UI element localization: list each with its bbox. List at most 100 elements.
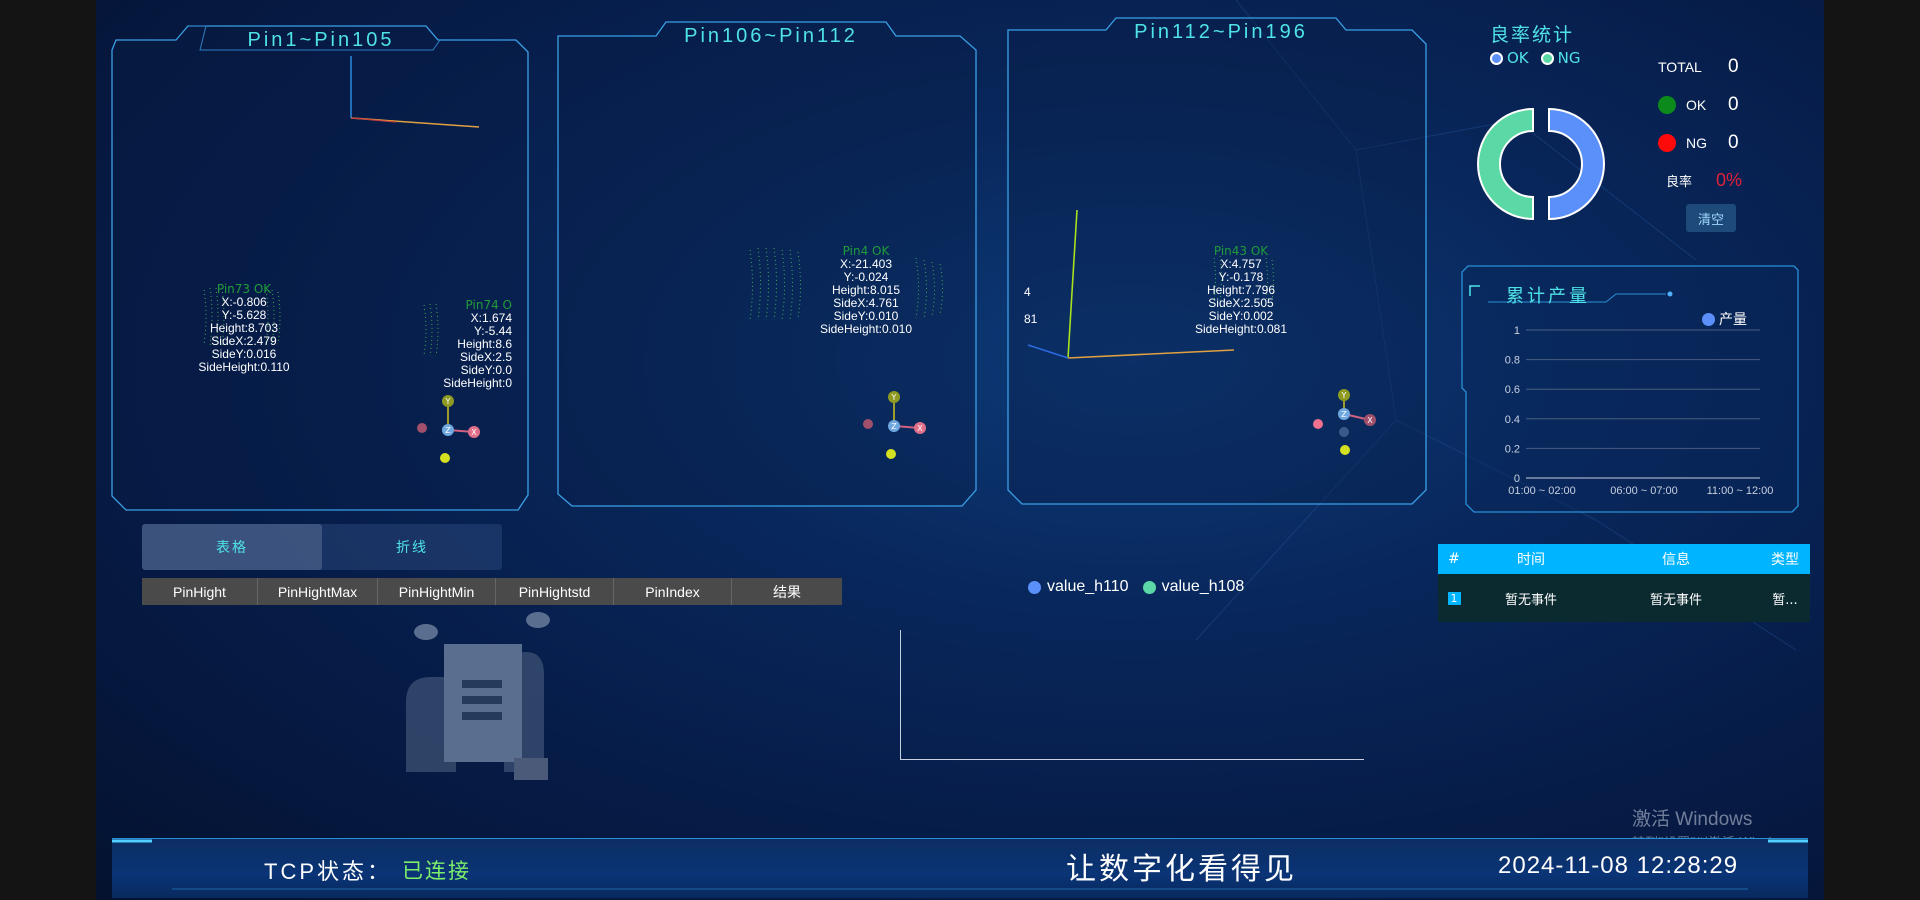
column-header[interactable]: 结果 xyxy=(773,583,801,600)
point-cloud-1b xyxy=(423,303,439,357)
pin-y: Y:-0.024 xyxy=(843,270,889,284)
table-row[interactable]: 1 暂无事件 暂无事件 暂... xyxy=(1438,574,1810,622)
pin-height: Height:8.703 xyxy=(209,321,279,335)
pin-status: Pin43 OK xyxy=(1213,244,1269,258)
events-table-header: # 时间 信息 类型 xyxy=(1438,544,1810,574)
ok-legend-label: OK xyxy=(1507,49,1529,67)
axis-gizmo-icon[interactable]: Y X Z xyxy=(858,388,938,468)
panel-2-title: Pin106~Pin112 xyxy=(684,24,858,47)
pin-x: X:4.757 xyxy=(1220,257,1262,271)
panel-1-frame xyxy=(111,25,529,511)
clear-button[interactable]: 清空 xyxy=(1686,204,1736,232)
rate-value: 0% xyxy=(1716,170,1743,190)
axis-gizmo-icon[interactable]: Y X Z xyxy=(1308,384,1388,464)
donut-ok-slice[interactable] xyxy=(1548,107,1605,221)
pin-sideheight: SideHeight:0.081 xyxy=(1194,322,1288,336)
column-header[interactable]: PinHightMax xyxy=(258,578,378,605)
gizmo-y-label: Y xyxy=(891,393,897,402)
pin-x: X:-21.403 xyxy=(839,257,893,271)
tab-line[interactable]: 折线 xyxy=(396,540,428,556)
ng-legend-dot xyxy=(1540,51,1554,65)
point-cloud-1a xyxy=(203,287,281,347)
column-header[interactable]: PinHightstd xyxy=(496,578,614,605)
pin-x: X:1.674 xyxy=(470,311,512,325)
gizmo-z-label: Z xyxy=(445,426,451,435)
production-legend: 产量 xyxy=(1702,309,1747,329)
gizmo-z-label: Z xyxy=(1341,410,1347,419)
panel-1-title: Pin1~Pin105 xyxy=(247,28,395,51)
pin-x: X:-0.806 xyxy=(221,295,267,309)
pin-y: Y:-5.628 xyxy=(221,308,267,322)
total-label: TOTAL xyxy=(1658,59,1702,75)
gizmo-x-label: X xyxy=(1367,416,1373,425)
ng-legend-label: NG xyxy=(1557,49,1581,67)
ng-status-icon xyxy=(1658,134,1676,152)
pin-label-1a: Pin73 OK X:-0.806 Y:-5.628 Height:8.703 … xyxy=(184,282,304,374)
production-xtick-label: 11:00 ~ 12:00 xyxy=(1707,485,1774,497)
pin-sidex: SideX:2.5 xyxy=(459,350,512,364)
point-cloud-2 xyxy=(749,247,943,321)
value-h108-dot xyxy=(1142,580,1156,594)
pin-height: Height:8.015 xyxy=(831,283,901,297)
pin-sidey: SideY:0.010 xyxy=(833,309,899,323)
pin-height: Height:7.796 xyxy=(1206,283,1276,297)
rate-label: 良率 xyxy=(1666,174,1693,189)
empty-data-icon xyxy=(406,612,550,780)
point-cloud-3 xyxy=(1213,255,1274,303)
production-xtick-label: 06:00 ~ 07:00 xyxy=(1610,485,1678,497)
pin-height: Height:8.6 xyxy=(457,337,512,351)
pin-sidex: SideX:2.479 xyxy=(211,334,277,348)
right-letterbox xyxy=(1824,0,1920,900)
total-row: TOTAL 0 xyxy=(1658,56,1739,78)
gizmo-x-label: X xyxy=(917,424,923,433)
column-header[interactable]: PinIndex xyxy=(614,578,732,605)
ok-value: 0 xyxy=(1728,94,1739,115)
tcp-status-value: 已连接 xyxy=(402,860,471,883)
gizmo-z-label: Z xyxy=(891,422,897,431)
ok-status-icon xyxy=(1658,96,1676,114)
production-legend-dot xyxy=(1702,312,1715,326)
pin-sidex: SideX:4.761 xyxy=(833,296,899,310)
tcp-status-label: TCP状态： xyxy=(264,859,393,884)
pin-y: Y:-0.178 xyxy=(1218,270,1264,284)
pin-label-1b: Pin74 O X:1.674 Y:-5.44 Height:8.6 SideX… xyxy=(432,298,512,390)
production-xtick-label: 01:00 ~ 02:00 xyxy=(1508,485,1576,497)
ng-label: NG xyxy=(1686,135,1707,151)
value-h110-label[interactable]: value_h110 xyxy=(1047,578,1129,595)
pin-sideheight: 81 xyxy=(1024,312,1038,326)
column-header[interactable]: PinHightMin xyxy=(378,578,496,605)
production-ytick-label: 0.2 xyxy=(1505,443,1520,455)
pin-sidey: SideY:0.002 xyxy=(1208,309,1274,323)
production-ytick-label: 0.4 xyxy=(1505,414,1520,426)
ok-label: OK xyxy=(1686,97,1707,113)
yield-stats-title: 良率统计 xyxy=(1490,24,1575,46)
events-col-index: # xyxy=(1448,551,1460,567)
pin-sidey: SideY:0.0 xyxy=(460,363,512,377)
windows-watermark-title: 激活 Windows xyxy=(1632,809,1753,830)
value-h108-label[interactable]: value_h108 xyxy=(1161,578,1245,595)
footer-slogan: 让数字化看得见 xyxy=(1066,853,1297,886)
axis-gizmo-icon[interactable]: Y X Z xyxy=(412,392,492,472)
footer-datetime: 2024-11-08 12:28:29 xyxy=(1498,852,1739,879)
events-col-time: 时间 xyxy=(1517,552,1545,568)
events-col-info: 信息 xyxy=(1662,552,1690,568)
pin-label-3b: 4 81 xyxy=(1024,286,1044,326)
event-info-cell: 暂无事件 xyxy=(1649,592,1702,608)
column-header[interactable]: PinHight xyxy=(142,578,258,605)
pin-label-3a: Pin43 OK X:4.757 Y:-0.178 Height:7.796 S… xyxy=(1186,244,1296,336)
panel-3-frame xyxy=(1007,17,1427,505)
footer-frame xyxy=(112,839,1808,890)
event-type-cell: 暂... xyxy=(1772,592,1798,608)
production-ytick-label: 0.6 xyxy=(1505,384,1520,396)
tab-table[interactable]: 表格 xyxy=(142,524,322,570)
panel-3-title: Pin112~Pin196 xyxy=(1134,20,1308,43)
donut-ng-slice[interactable] xyxy=(1477,107,1534,221)
pin-line-chart-axes xyxy=(900,630,1364,760)
pin-sideheight: SideHeight:0.010 xyxy=(819,322,913,336)
yield-legend: OK NG xyxy=(1490,49,1581,67)
yield-donut-chart[interactable] xyxy=(1476,100,1606,230)
pin-status: Pin74 O xyxy=(465,298,512,312)
events-col-type: 类型 xyxy=(1771,552,1799,568)
view-tabs: 表格 折线 xyxy=(142,524,502,570)
